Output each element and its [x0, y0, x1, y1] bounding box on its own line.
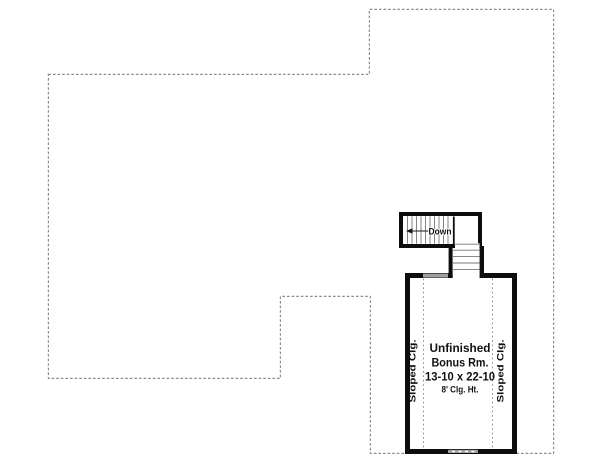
- roof-outline-dashed: [47, 8, 555, 454]
- room-name-line2: Bonus Rm.: [432, 358, 489, 370]
- wall-opening: [423, 273, 448, 278]
- stair-corridor-wall-right: [479, 246, 484, 278]
- stair-down-label: Down: [429, 226, 452, 236]
- room-name-line1: Unfinished: [430, 343, 491, 355]
- stair-opening: [452, 272, 480, 279]
- stair-landing-opening: [455, 243, 480, 249]
- attic-vent: [448, 449, 478, 453]
- stair-enclosure-walls: [399, 212, 482, 248]
- sloped-clg-label-left: Sloped Clg.: [408, 340, 419, 403]
- room-dimensions: 13-10 x 22-10: [425, 372, 495, 384]
- room-ceiling-height: 8' Clg. Ht.: [442, 385, 479, 395]
- stairs: Down: [399, 212, 484, 278]
- stair-corridor-wall-left: [448, 244, 453, 278]
- sloped-clg-label-right: Sloped Clg.: [496, 340, 507, 403]
- down-arrow-icon: [406, 228, 430, 234]
